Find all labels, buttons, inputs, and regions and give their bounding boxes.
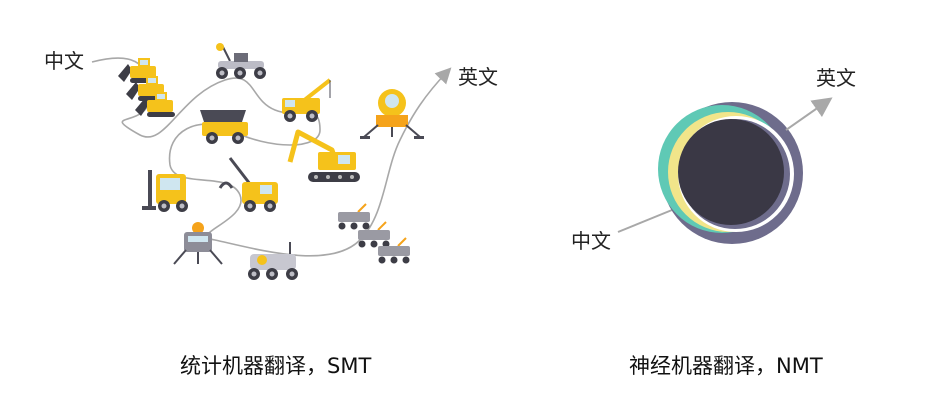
nmt-target-label: 英文 [816,66,856,90]
lunar-rover-icon [216,43,266,79]
rover-icon [248,242,298,280]
excavator-icon [287,129,360,182]
smt-caption: 统计机器翻译，SMT [180,354,372,378]
mars-rover-icon [378,237,410,264]
robot-lander-icon [173,222,223,265]
mars-rover-icon [338,203,370,230]
nmt-input-arrow [617,209,673,233]
nmt-source-label: 中文 [571,229,611,253]
smt-source-label: 中文 [44,49,84,73]
dump-truck-icon [200,110,248,144]
forklift-icon [142,170,188,212]
crane-truck-icon [282,78,332,122]
lunar-lander-icon [360,89,424,139]
nmt-output-arrow [785,97,833,131]
bulldozer-icon [135,92,175,117]
smt-target-label: 英文 [458,65,498,89]
mars-rover-icon [358,221,390,248]
neural-network-orb-icon [658,102,803,244]
grabber-truck-icon [218,157,278,212]
smt-panel [91,43,452,280]
nmt-caption: 神经机器翻译，NMT [629,354,823,378]
nmt-panel [617,97,833,244]
